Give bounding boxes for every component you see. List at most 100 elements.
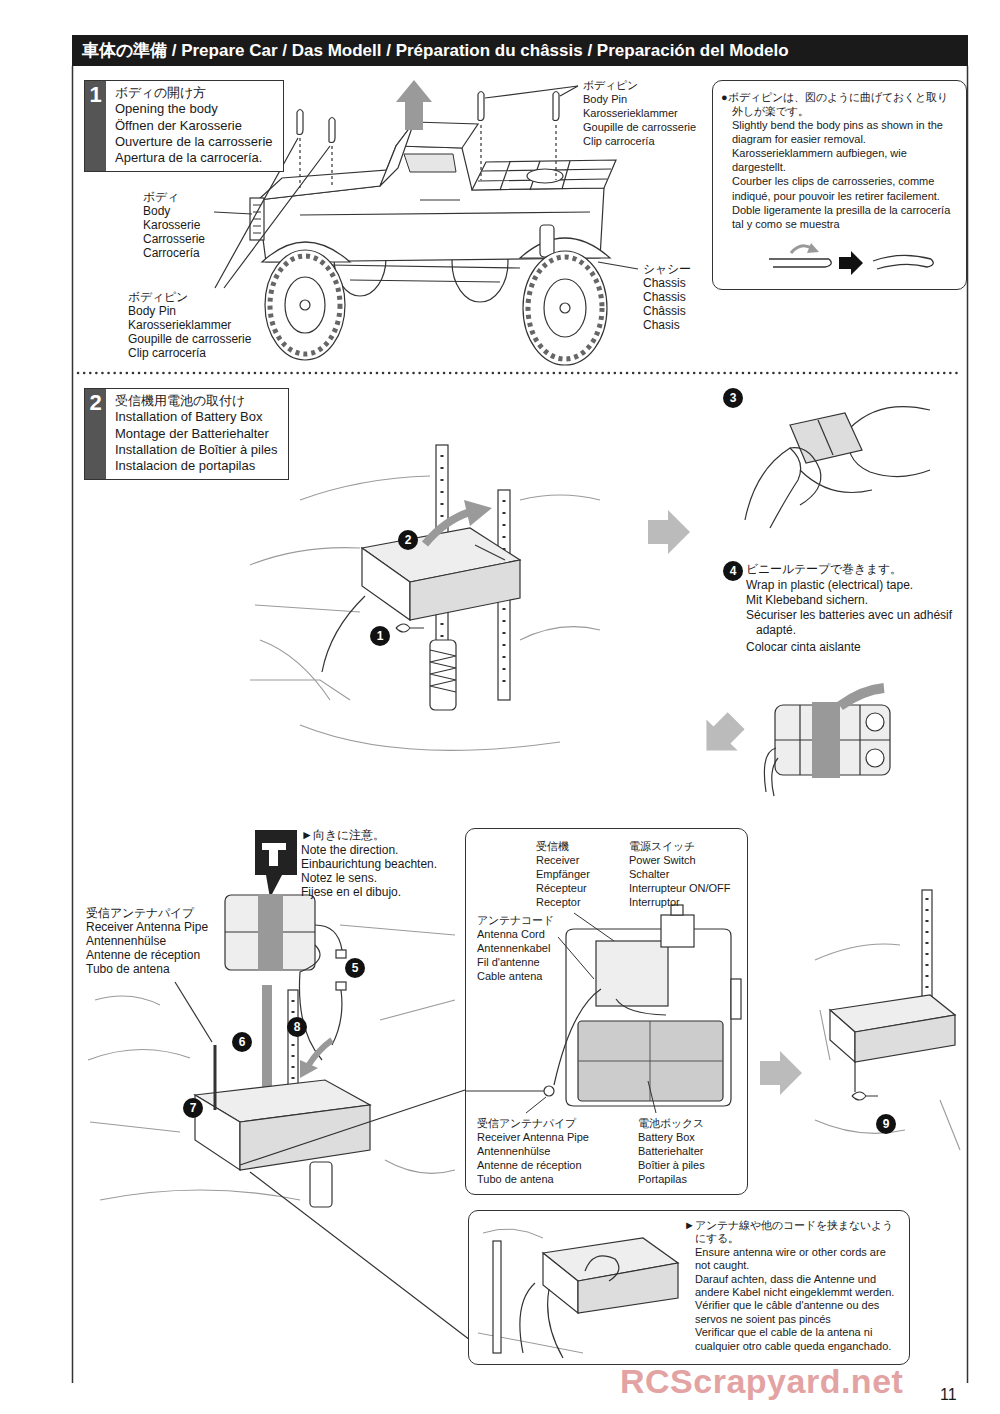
part-label: Note the direction. xyxy=(301,843,398,857)
part-label: Cable antena xyxy=(477,969,542,983)
part-label: Power Switch xyxy=(629,853,696,867)
step-number-strip: 2 xyxy=(85,389,106,479)
warning-text: ►アンテナ線や他のコードを挟まないようにする。 xyxy=(684,1219,902,1246)
watermark: RCScrapyard.net xyxy=(620,1362,903,1401)
step-title: Öffnen der Karosserie xyxy=(115,118,273,134)
part-label: シャシー xyxy=(643,262,691,276)
step-title: Instalacion de portapilas xyxy=(115,458,278,474)
part-label: Karosserie xyxy=(143,218,200,232)
part-label: ビニールテープで巻きます。 xyxy=(746,562,902,576)
detail-inset-box: 受信機ReceiverEmpfängerRécepteurReceptor 電源ス… xyxy=(465,828,748,1195)
part-label: Carrosserie xyxy=(143,232,205,246)
part-label: Antennenkabel xyxy=(477,941,550,955)
part-label: Schalter xyxy=(629,867,669,881)
step-number: 2 xyxy=(85,389,106,414)
warning-text: Vérifier que le câble d'antenne ou des s… xyxy=(684,1299,902,1326)
part-label: Receiver Antenna Pipe xyxy=(86,920,208,934)
part-label: Récepteur xyxy=(536,881,587,895)
part-label: 電源スイッチ xyxy=(629,839,695,853)
part-label: Boîtier à piles xyxy=(638,1158,705,1172)
part-label: Notez le sens. xyxy=(301,871,377,885)
part-label: Antennenhülse xyxy=(86,934,166,948)
part-label: Receptor xyxy=(536,895,581,909)
part-label: Battery Box xyxy=(638,1130,695,1144)
instruction-text: Sécuriser les batteries avec un adhésif … xyxy=(746,608,961,638)
part-label: Empfänger xyxy=(536,867,590,881)
part-label: ボディ xyxy=(143,190,179,204)
part-label: Tubo de antena xyxy=(477,1172,554,1186)
part-label: Tubo de antena xyxy=(86,962,170,976)
warning-text-block: ►アンテナ線や他のコードを挟まないようにする。Ensure antenna wi… xyxy=(684,1219,902,1353)
part-label: ►向きに注意。 xyxy=(301,828,385,842)
warning-text: Verificar que el cable de la antena ni c… xyxy=(684,1326,902,1353)
part-label: Karosserieklammer xyxy=(128,318,231,332)
part-label: Body Pin xyxy=(128,304,176,318)
part-label: Clip carrocería xyxy=(583,134,655,148)
step-heading-box: 1 ボディの開け方Opening the bodyÖffnen der Karos… xyxy=(84,80,284,172)
part-label: Karosserieklammer xyxy=(583,106,678,120)
note-text: ●ボディピンは、図のように曲げておくと取り外しが楽です。 xyxy=(721,90,958,118)
cord-routing-detail xyxy=(473,1213,683,1363)
part-label: Body xyxy=(143,204,170,218)
callout-number: 7 xyxy=(183,1098,203,1118)
part-label: Einbaurichtung beachten. xyxy=(301,857,437,871)
step-title: ボディの開け方 xyxy=(115,85,273,101)
callout-number: 8 xyxy=(287,1017,307,1037)
step-title: Installation of Battery Box xyxy=(115,409,278,425)
detail-inset-box: ►アンテナ線や他のコードを挟まないようにする。Ensure antenna wi… xyxy=(468,1210,910,1365)
part-label: 受信機 xyxy=(536,839,569,853)
part-label: 電池ボックス xyxy=(638,1116,704,1130)
part-label: Clip carrocería xyxy=(128,346,206,360)
callout-number: 2 xyxy=(398,530,418,550)
part-label: Carrocería xyxy=(143,246,200,260)
part-label: Goupille de carrosserie xyxy=(583,120,696,134)
part-label: Batteriehalter xyxy=(638,1144,703,1158)
part-label: Antenne de réception xyxy=(477,1158,582,1172)
page-title: 車体の準備 / Prepare Car / Das Modell / Prépa… xyxy=(82,40,789,61)
bent-pin-figure xyxy=(721,237,956,283)
part-label: ボディピン xyxy=(583,78,638,92)
part-label: Antennenhülse xyxy=(477,1144,550,1158)
callout-number: 4 xyxy=(723,561,743,581)
part-label: Fijese en el dibujo. xyxy=(301,885,401,899)
callout-number: 1 xyxy=(370,626,390,646)
note-text: Courber les clips de carrosseries, comme… xyxy=(721,174,958,202)
part-label: Receiver xyxy=(536,853,579,867)
step-number: 1 xyxy=(85,81,106,106)
step-number-strip: 1 xyxy=(85,81,106,171)
part-label: Chasis xyxy=(643,318,680,332)
part-label: Antenne de réception xyxy=(86,948,200,962)
callout-number: 6 xyxy=(232,1032,252,1052)
step-title: Installation de Boîtier à piles xyxy=(115,442,278,458)
part-label: Fil d'antenne xyxy=(477,955,540,969)
step-title: Ouverture de la carrosserie xyxy=(115,134,273,150)
warning-text: Ensure antenna wire or other cords are n… xyxy=(684,1246,902,1273)
note-text: Slightly bend the body pins as shown in … xyxy=(721,118,958,146)
part-label: Interrupteur ON/OFF xyxy=(629,881,730,895)
part-label: Body Pin xyxy=(583,92,627,106)
note-box: ●ボディピンは、図のように曲げておくと取り外しが楽です。Slightly ben… xyxy=(712,80,967,290)
part-label: 受信アンテナパイプ xyxy=(86,906,194,920)
callout-number: 3 xyxy=(723,388,743,408)
step-title: Apertura de la carrocería. xyxy=(115,150,273,166)
part-label: Interruptor xyxy=(629,895,680,909)
callout-number: 5 xyxy=(345,958,365,978)
callout-number: 9 xyxy=(876,1114,896,1134)
part-label: Chassis xyxy=(643,276,686,290)
warning-text: Darauf achten, dass die Antenne und ande… xyxy=(684,1273,902,1300)
page-number: 11 xyxy=(940,1386,957,1404)
part-label: Mit Klebeband sichern. xyxy=(746,593,868,607)
part-label: 受信アンテナパイプ xyxy=(477,1116,576,1130)
step-title: Opening the body xyxy=(115,101,273,117)
part-label: Châssis xyxy=(643,304,686,318)
part-label: Colocar cinta aislante xyxy=(746,640,861,654)
note-text: Karosserieklammern aufbiegen, wie darges… xyxy=(721,146,958,174)
part-label: アンテナコード xyxy=(477,913,554,927)
step-title: 受信機用電池の取付け xyxy=(115,393,278,409)
part-label: Goupille de carrosserie xyxy=(128,332,251,346)
part-label: Receiver Antenna Pipe xyxy=(477,1130,589,1144)
note-text: Doble ligeramente la presilla de la carr… xyxy=(721,203,958,231)
part-label: Chassis xyxy=(643,290,686,304)
part-label: Portapilas xyxy=(638,1172,687,1186)
